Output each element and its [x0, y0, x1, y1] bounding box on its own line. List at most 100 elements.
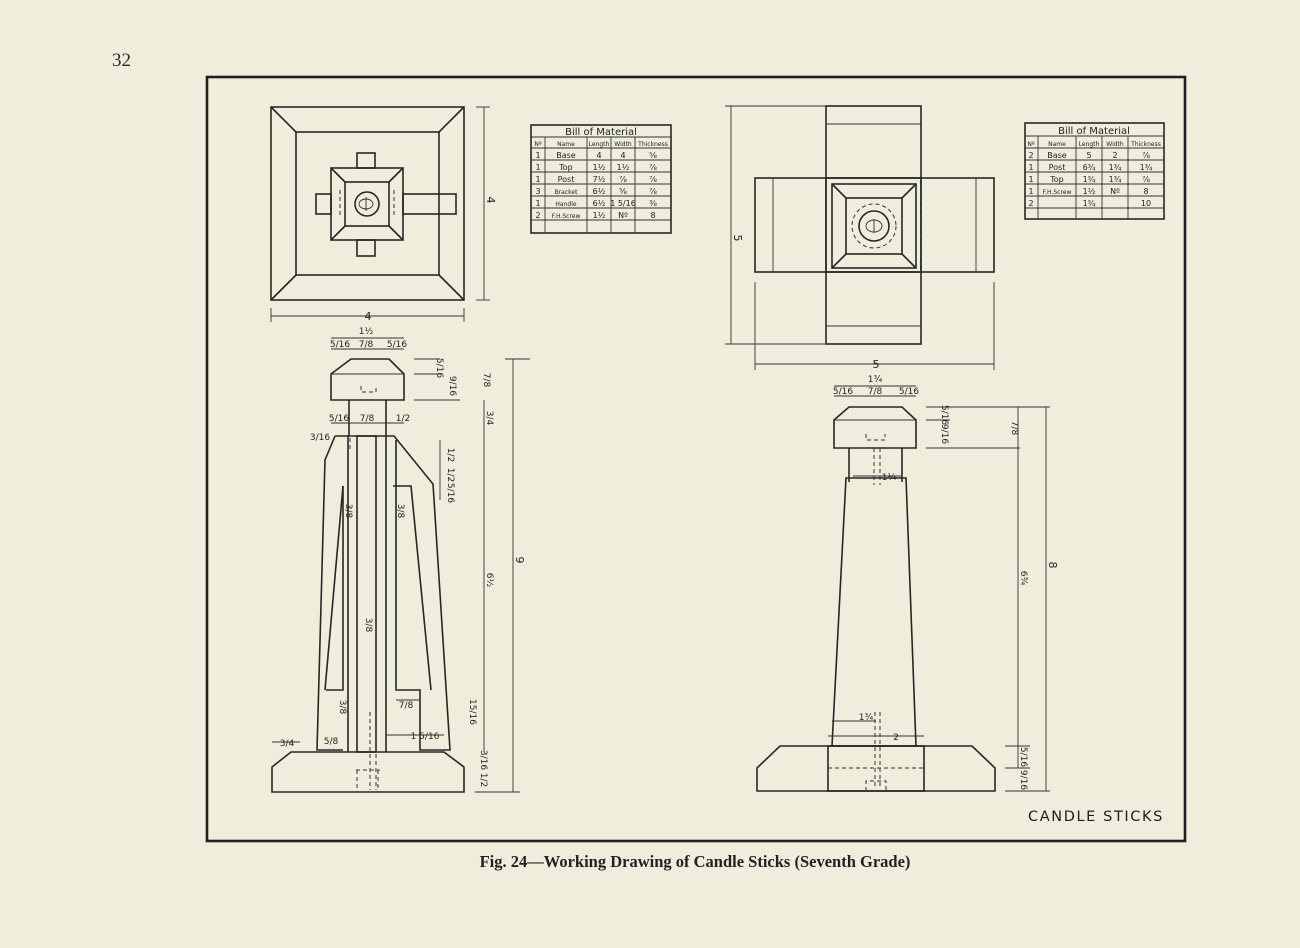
bom-left-h4: Thickness: [637, 141, 668, 148]
dim-left-post-label: 3/8: [363, 618, 373, 633]
dim-left-plan-width: 4: [365, 310, 372, 323]
bill-left-cell-1-4: ⅞: [649, 163, 657, 172]
dim-left-top-edge-right: 5/16: [387, 340, 407, 350]
dim-left-bottom-bracket: 3/8: [337, 700, 347, 715]
right-elevation: 1¾ 5/16 7/8 5/16 5/16 9/16 7/8 1¼ 6¾ 8 5…: [756, 375, 1059, 792]
bill-right-cell-3-2: 1½: [1083, 187, 1096, 196]
bom-right-h0: Nº: [1027, 141, 1034, 148]
bill-right-cell-2-0: 1: [1028, 175, 1033, 184]
bill-left-cell-0-4: ⅝: [649, 151, 657, 160]
page-number: 32: [112, 50, 131, 71]
bill-of-material-right: Bill of Material Nº Name Length Width Th…: [1024, 122, 1165, 220]
bill-left-cell-4-4: ⅜: [649, 199, 657, 208]
bill-left-cell-4-0: 1: [535, 199, 540, 208]
dim-right-top-total: 7/8: [1009, 421, 1019, 436]
bill-right-cell-3-3: Nº: [1110, 187, 1120, 196]
dim-right-plan-width: 5: [873, 358, 880, 371]
dim-right-base-thickness: 9/16: [1018, 770, 1028, 790]
bill-right-cell-1-3: 1¾: [1109, 163, 1122, 172]
dim-left-plan-height: 4: [484, 197, 497, 204]
dim-right-base-top: 5/16: [1018, 747, 1028, 767]
dim-left-top-width: 1½: [359, 327, 374, 337]
dim-right-foot-width: 2: [893, 733, 899, 743]
dim-left-base-offset: 1 5/16: [411, 732, 440, 742]
bill-right-cell-0-1: Base: [1047, 151, 1067, 160]
bill-left-cell-3-1: Bracket: [555, 189, 579, 196]
dim-left-post-edge-left: 5/16: [329, 414, 349, 424]
bill-left-cell-0-1: Base: [556, 151, 576, 160]
bill-right-cell-0-2: 5: [1086, 151, 1091, 160]
dim-left-post-height: 6½: [484, 573, 494, 588]
dim-left-base-step: 5/8: [324, 737, 339, 747]
left-plan-view: 4 4: [270, 106, 497, 323]
dim-left-base-thickness: 1/2: [478, 773, 488, 787]
bill-left-cell-5-1: F.H.Screw: [552, 213, 581, 220]
bill-right-cell-1-4: 1¾: [1140, 163, 1153, 172]
bill-left-cell-4-3: 1 5/16: [610, 199, 636, 208]
bill-right-cell-0-4: ⅞: [1142, 151, 1150, 160]
bill-left-cell-1-3: 1½: [617, 163, 630, 172]
bill-left-cell-1-2: 1½: [593, 163, 606, 172]
bill-left-cell-3-0: 3: [535, 187, 540, 196]
dim-right-plan-height: 5: [731, 235, 744, 242]
dim-right-foot-inner: 1¾: [859, 713, 874, 723]
bill-left-cell-5-2: 1½: [593, 211, 606, 220]
dim-left-overall-height: 9: [513, 557, 526, 564]
bill-right-cell-0-3: 2: [1112, 151, 1117, 160]
dim-left-bottom-gap: 7/8: [399, 701, 414, 711]
bom-left-h0: Nº: [534, 141, 541, 148]
dim-right-top-inner: 7/8: [868, 387, 883, 397]
bill-left-cell-5-0: 2: [535, 211, 540, 220]
bom-left-h2: Length: [589, 141, 610, 148]
dim-right-top-width: 1¾: [868, 375, 883, 385]
bill-left-cell-5-3: Nº: [618, 211, 628, 220]
bill-right-cell-4-2: 1¾: [1083, 199, 1096, 208]
bill-left-cell-4-1: Handle: [555, 201, 576, 208]
bom-right-h4: Thickness: [1130, 141, 1161, 148]
bom-right-h2: Length: [1079, 141, 1100, 148]
bill-left-cell-2-0: 1: [535, 175, 540, 184]
bill-right-cell-4-4: 10: [1141, 199, 1151, 208]
bill-right-cell-3-4: 8: [1143, 187, 1148, 196]
bom-right-h3: Width: [1106, 141, 1124, 148]
dim-right-top-side: 9/16: [939, 424, 949, 444]
bill-left-cell-2-3: ⅞: [619, 175, 627, 184]
bill-right-cell-0-0: 2: [1028, 151, 1033, 160]
bill-right-cell-2-4: ⅞: [1142, 175, 1150, 184]
bill-left-cell-5-4: 8: [650, 211, 655, 220]
dim-right-post-height: 6¾: [1018, 571, 1028, 586]
bill-right-cell-2-3: 1¾: [1109, 175, 1122, 184]
bill-left-cell-3-2: 6½: [593, 187, 606, 196]
dim-left-bracket-gap: 1/2: [445, 468, 455, 482]
bill-left-cell-3-4: ⅞: [649, 187, 657, 196]
title-block: CANDLE STICKS: [1028, 809, 1164, 825]
bom-left-h3: Width: [614, 141, 632, 148]
dim-right-top-edge-right: 5/16: [899, 387, 919, 397]
bill-right-cell-3-1: F.H.Screw: [1043, 189, 1072, 196]
left-elevation: 1½ 5/16 7/8 5/16 5/16 9/16 7/8 5/16 7/8 …: [271, 327, 530, 793]
dim-left-top-inner: 7/8: [359, 340, 374, 350]
dim-left-bracket-step: 5/16: [445, 483, 455, 503]
dim-left-bracket-offset: 1/2: [445, 448, 455, 462]
dim-right-overall-height: 8: [1046, 562, 1059, 569]
dim-left-post-edge-right: 1/2: [396, 414, 410, 424]
dim-left-bracket-top: 3/16: [310, 433, 330, 443]
bill-right-cell-1-2: 6¾: [1083, 163, 1096, 172]
bill-right-cell-1-0: 1: [1028, 163, 1033, 172]
bill-left-cell-0-2: 4: [596, 151, 601, 160]
bill-of-material-left: Bill of Material Nº Name Length Width Th…: [530, 124, 672, 234]
drawing-border: [205, 75, 1187, 843]
bill-left-cell-1-0: 1: [535, 163, 540, 172]
dim-left-neck: 3/4: [484, 411, 494, 426]
bill-left-cell-4-2: 6½: [593, 199, 606, 208]
dim-left-post-width: 7/8: [360, 414, 375, 424]
bill-left-cell-2-2: 7½: [593, 175, 606, 184]
bill-right-cell-2-2: 1¾: [1083, 175, 1096, 184]
dim-left-base-top: 3/16: [478, 750, 488, 770]
bill-left-cell-0-3: 4: [620, 151, 625, 160]
dim-left-top-edge-left: 5/16: [330, 340, 350, 350]
bill-right-cell-2-1: Top: [1049, 175, 1064, 184]
